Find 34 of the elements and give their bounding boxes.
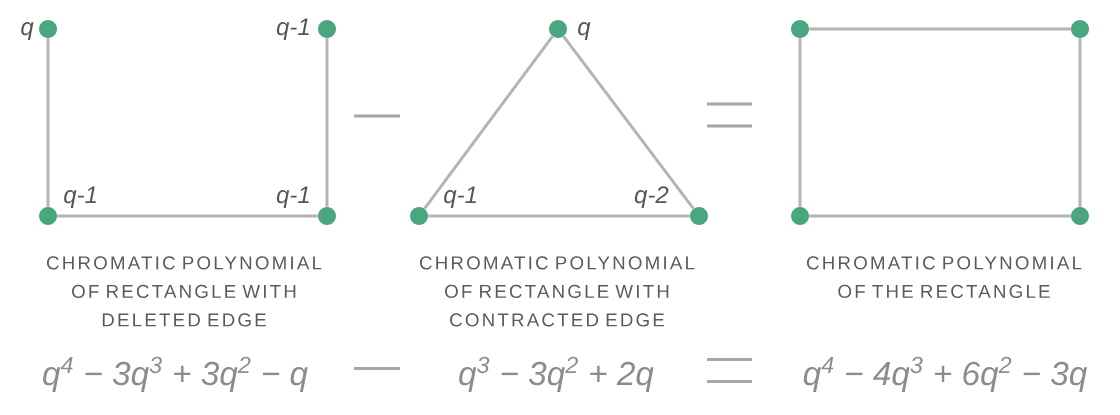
vertex-dot: [1071, 207, 1089, 225]
graph-edge: [325, 38, 329, 207]
vertex-dot: [1071, 20, 1089, 38]
graph-edge: [798, 38, 802, 207]
vertex-label: q: [21, 22, 34, 40]
vertex-label: q-1: [276, 18, 309, 40]
polynomial: q$^{3}$ − 3q$^{2}$ + 2q: [459, 356, 654, 392]
vertex-label: q-1: [444, 186, 476, 208]
caption: CHROMATIC POLYNOMIAL OF RECTANGLE WITH CONTRACTED EDGE: [420, 256, 695, 327]
vertex-dot: [690, 207, 708, 225]
vertex-label: q: [578, 22, 591, 40]
vertex-label: q-2: [634, 186, 669, 208]
graph-edge: [1078, 38, 1082, 207]
vertex-dot: [318, 207, 336, 225]
vertex-dot: [39, 20, 57, 38]
graph-edge: [809, 27, 1071, 31]
graph-edge: [57, 214, 318, 218]
caption: CHROMATIC POLYNOMIAL OF RECTANGLE WITH DELETED EDGE: [47, 256, 322, 327]
vertex-dot: [39, 207, 57, 225]
vertex-dot: [791, 20, 809, 38]
vertex-dot: [410, 207, 428, 225]
graph-edge: [46, 38, 50, 207]
caption: CHROMATIC POLYNOMIAL OF THE RECTANGLE: [807, 256, 1082, 298]
graph-edge: [562, 35, 695, 210]
vertex-dot: [318, 20, 336, 38]
vertex-dot: [791, 207, 809, 225]
polynomial: q$^{4}$ − 4q$^{3}$ + 6q$^{2}$ − 3q: [803, 356, 1088, 392]
vertex-dot: [549, 20, 567, 38]
graph-edge: [423, 35, 554, 210]
graph-edge: [428, 214, 690, 218]
polynomial: q$^{4}$ − 3q$^{3}$ + 3q$^{2}$ − q: [43, 356, 308, 392]
graph-edge: [809, 214, 1071, 218]
vertex-label: q-1: [276, 186, 309, 208]
vertex-label: q-1: [64, 186, 96, 208]
